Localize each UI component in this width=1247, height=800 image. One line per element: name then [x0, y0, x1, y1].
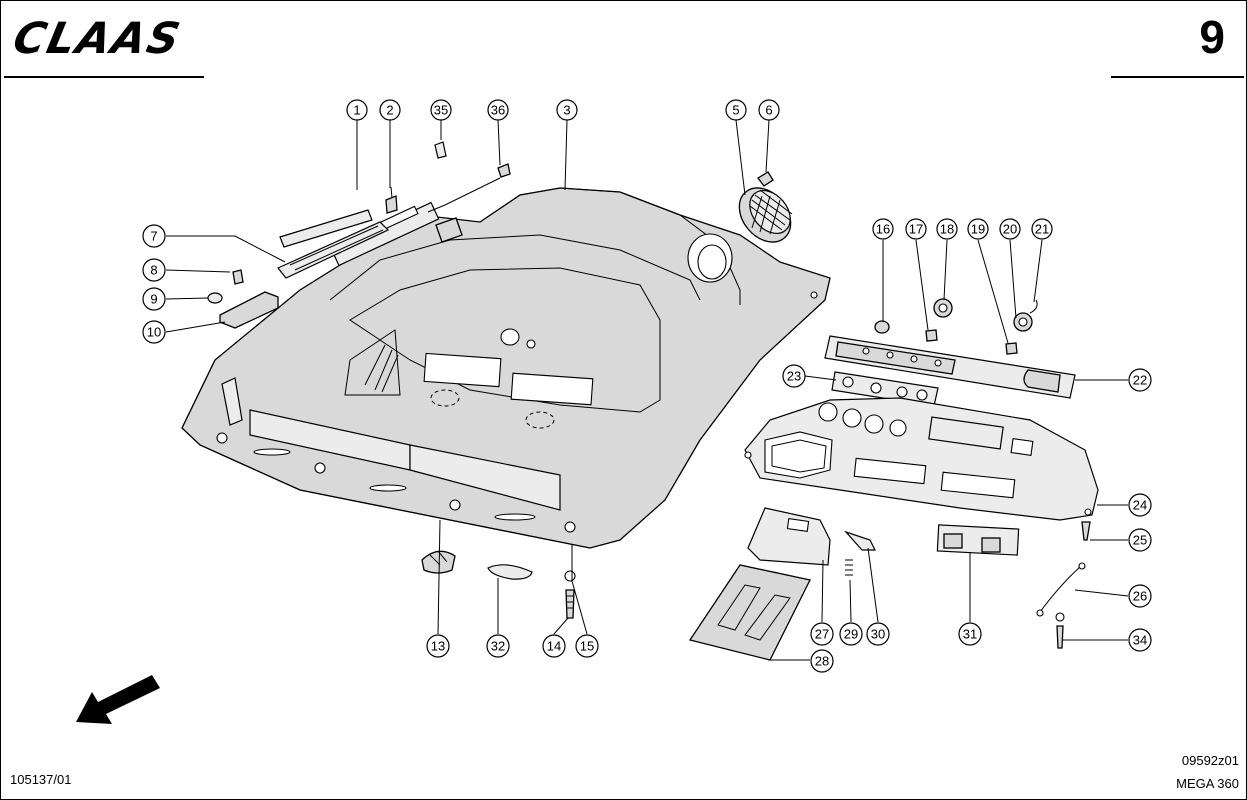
svg-text:14: 14 — [547, 639, 561, 654]
callout-25: 25 — [1128, 528, 1152, 552]
callout-20: 20 — [999, 218, 1021, 240]
callout-23: 23 — [782, 364, 806, 388]
callout-17: 17 — [905, 218, 927, 240]
svg-text:34: 34 — [1133, 633, 1147, 648]
callout-9: 9 — [142, 287, 166, 311]
svg-text:7: 7 — [150, 229, 157, 244]
callout-27: 27 — [810, 622, 834, 646]
svg-text:19: 19 — [971, 222, 985, 237]
callout-7: 7 — [142, 224, 166, 248]
svg-text:10: 10 — [147, 325, 161, 340]
callout-18: 18 — [936, 218, 958, 240]
callout-28: 28 — [810, 649, 834, 673]
svg-text:32: 32 — [491, 639, 505, 654]
callout-19: 19 — [967, 218, 989, 240]
doc-number: 105137/01 — [10, 772, 72, 787]
callout-34: 34 — [1128, 628, 1152, 652]
svg-text:30: 30 — [871, 627, 885, 642]
callout-1: 1 — [346, 99, 368, 121]
callout-26: 26 — [1128, 584, 1152, 608]
callout-5: 5 — [725, 99, 747, 121]
svg-text:15: 15 — [580, 639, 594, 654]
callout-14: 14 — [542, 634, 566, 658]
svg-text:13: 13 — [431, 639, 445, 654]
callout-22: 22 — [1128, 368, 1152, 392]
svg-text:5: 5 — [732, 103, 739, 118]
callout-35: 35 — [430, 99, 452, 121]
svg-text:29: 29 — [844, 627, 858, 642]
callout-10: 10 — [142, 320, 166, 344]
svg-text:20: 20 — [1003, 222, 1017, 237]
speaker-assembly — [738, 171, 793, 243]
leader-lines — [165, 119, 1129, 661]
svg-text:9: 9 — [150, 292, 157, 307]
parts-bottom — [421, 507, 1086, 661]
svg-text:28: 28 — [815, 654, 829, 669]
callout-32: 32 — [486, 634, 510, 658]
callout-8: 8 — [142, 258, 166, 282]
callout-30: 30 — [866, 622, 890, 646]
svg-text:17: 17 — [909, 222, 923, 237]
svg-text:18: 18 — [940, 222, 954, 237]
svg-text:31: 31 — [963, 627, 977, 642]
callout-24: 24 — [1128, 493, 1152, 517]
callout-3: 3 — [556, 99, 578, 121]
svg-text:22: 22 — [1133, 373, 1147, 388]
drawing-ref: 09592z01 — [1181, 753, 1239, 768]
header-rule-right — [1111, 76, 1244, 78]
svg-text:21: 21 — [1035, 222, 1049, 237]
dashboard-console — [744, 397, 1099, 541]
svg-text:8: 8 — [150, 263, 157, 278]
direction-arrow-icon — [76, 675, 160, 724]
callout-36: 36 — [487, 99, 509, 121]
callout-31: 31 — [958, 622, 982, 646]
svg-text:24: 24 — [1133, 498, 1147, 513]
svg-text:6: 6 — [765, 103, 772, 118]
callout-2: 2 — [379, 99, 401, 121]
svg-text:35: 35 — [434, 103, 448, 118]
svg-text:27: 27 — [815, 627, 829, 642]
svg-text:26: 26 — [1133, 589, 1147, 604]
svg-text:1: 1 — [353, 103, 360, 118]
headliner-panel — [181, 187, 831, 549]
callout-21: 21 — [1031, 218, 1053, 240]
svg-text:25: 25 — [1133, 533, 1147, 548]
svg-text:3: 3 — [563, 103, 570, 118]
header-rule-left — [4, 76, 204, 78]
callout-29: 29 — [839, 622, 863, 646]
callout-16: 16 — [872, 218, 894, 240]
switch-panel-assembly — [824, 298, 1076, 407]
svg-text:16: 16 — [876, 222, 890, 237]
callout-15: 15 — [575, 634, 599, 658]
svg-text:23: 23 — [787, 369, 801, 384]
callout-6: 6 — [758, 99, 780, 121]
callout-13: 13 — [426, 634, 450, 658]
parts-top-left — [207, 141, 511, 329]
page-number: 9 — [1199, 11, 1225, 63]
svg-text:36: 36 — [491, 103, 505, 118]
model-name: MEGA 360 — [1176, 776, 1239, 791]
svg-text:2: 2 — [386, 103, 393, 118]
